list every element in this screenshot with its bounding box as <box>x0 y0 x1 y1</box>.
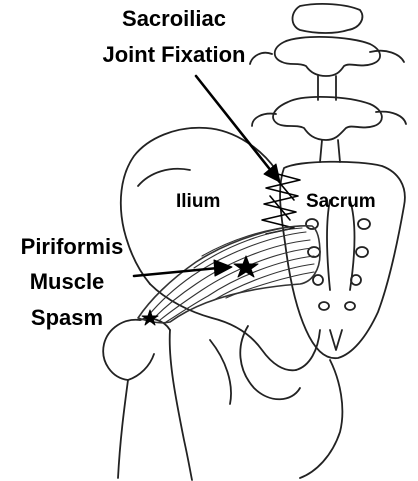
piriformis-arrow <box>134 260 232 276</box>
piriformis-label-line3: Spasm <box>4 307 130 329</box>
lumbar-vertebrae <box>250 4 406 162</box>
piriformis-label-line1: Piriformis <box>4 236 140 258</box>
femur-bone <box>103 318 192 480</box>
spasm-star-icon <box>234 256 258 277</box>
sacroiliac-label-line1: Sacroiliac <box>88 8 260 30</box>
ilium-bone <box>121 128 343 478</box>
sacrum-label: Sacrum <box>306 192 376 211</box>
piriformis-label-line2: Muscle <box>4 271 130 293</box>
ilium-label: Ilium <box>176 192 220 211</box>
sacroiliac-label-line2: Joint Fixation <box>76 44 272 66</box>
